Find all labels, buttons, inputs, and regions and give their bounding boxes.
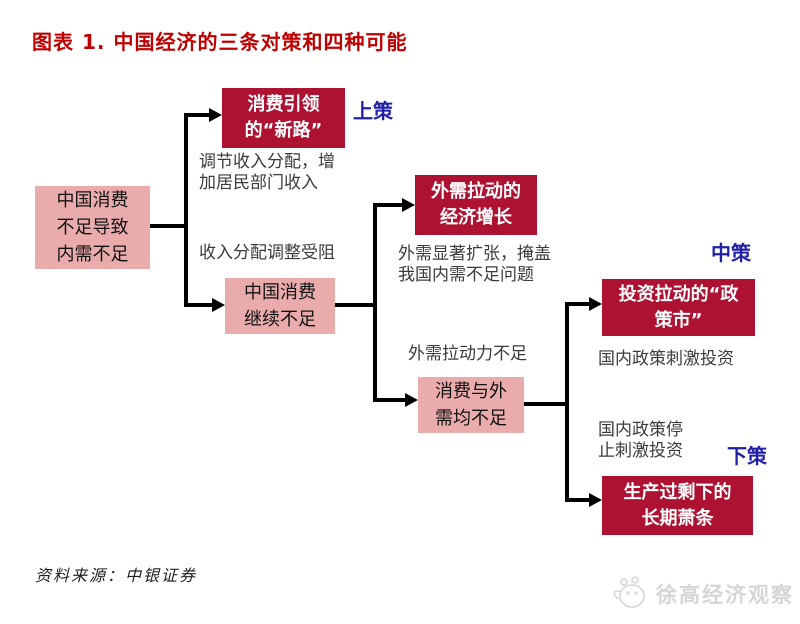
- label-strategy-worst: 下策: [727, 444, 767, 468]
- arrowhead-to-depression-icon: [589, 493, 602, 507]
- connector-to-both-short: [373, 398, 405, 402]
- connector-to-new-road: [184, 113, 209, 117]
- label-strategy-best: 上策: [353, 99, 393, 123]
- connector-to-policy-market: [565, 302, 589, 306]
- note-external-weak: 外需拉动力不足: [408, 344, 527, 364]
- node-root: 中国消费 不足导致 内需不足: [35, 186, 150, 269]
- connector-to-consume-short: [184, 303, 212, 307]
- arrowhead-to-external-growth-icon: [402, 198, 415, 212]
- node-depression: 生产过剩下的 长期萧条: [602, 476, 753, 535]
- note-income-blocked: 收入分配调整受阻: [199, 243, 335, 263]
- arrowhead-to-policy-market-icon: [589, 297, 602, 311]
- connector-to-depression: [565, 498, 589, 502]
- node-both-short: 消费与外 需均不足: [418, 377, 524, 433]
- node-consume-still-short: 中国消费 继续不足: [225, 278, 335, 334]
- source-note: 资料来源：中银证券: [35, 566, 198, 585]
- connector-to-external-growth: [373, 203, 402, 207]
- note-policy-stimulus: 国内政策刺激投资: [598, 349, 734, 369]
- arrowhead-to-new-road-icon: [209, 108, 222, 122]
- node-new-road: 消费引领 的“新路”: [222, 88, 345, 148]
- connector-both-vertical: [565, 302, 569, 502]
- connector-root-horizontal: [150, 224, 188, 228]
- watermark: 徐高经济观察: [608, 572, 794, 616]
- connector-both-horizontal: [524, 402, 569, 406]
- connector-consume-vertical: [373, 203, 377, 402]
- node-external-growth: 外需拉动的 经济增长: [415, 175, 537, 235]
- watermark-text: 徐高经济观察: [656, 583, 794, 607]
- figure-title: 图表 1. 中国经济的三条对策和四种可能: [32, 30, 408, 54]
- node-policy-market: 投资拉动的“政 策市”: [602, 279, 755, 336]
- note-adjust-income: 调节收入分配，增 加居民部门收入: [199, 152, 335, 193]
- watermark-logo-icon: [608, 572, 650, 616]
- label-strategy-middle: 中策: [711, 241, 751, 265]
- arrowhead-to-both-short-icon: [405, 393, 418, 407]
- connector-consume-horizontal: [333, 303, 377, 307]
- arrowhead-to-consume-short-icon: [212, 298, 225, 312]
- note-external-expand: 外需显著扩张，掩盖 我国内需不足问题: [398, 244, 551, 285]
- note-policy-stop: 国内政策停 止刺激投资: [598, 420, 683, 461]
- connector-root-vertical: [184, 113, 188, 307]
